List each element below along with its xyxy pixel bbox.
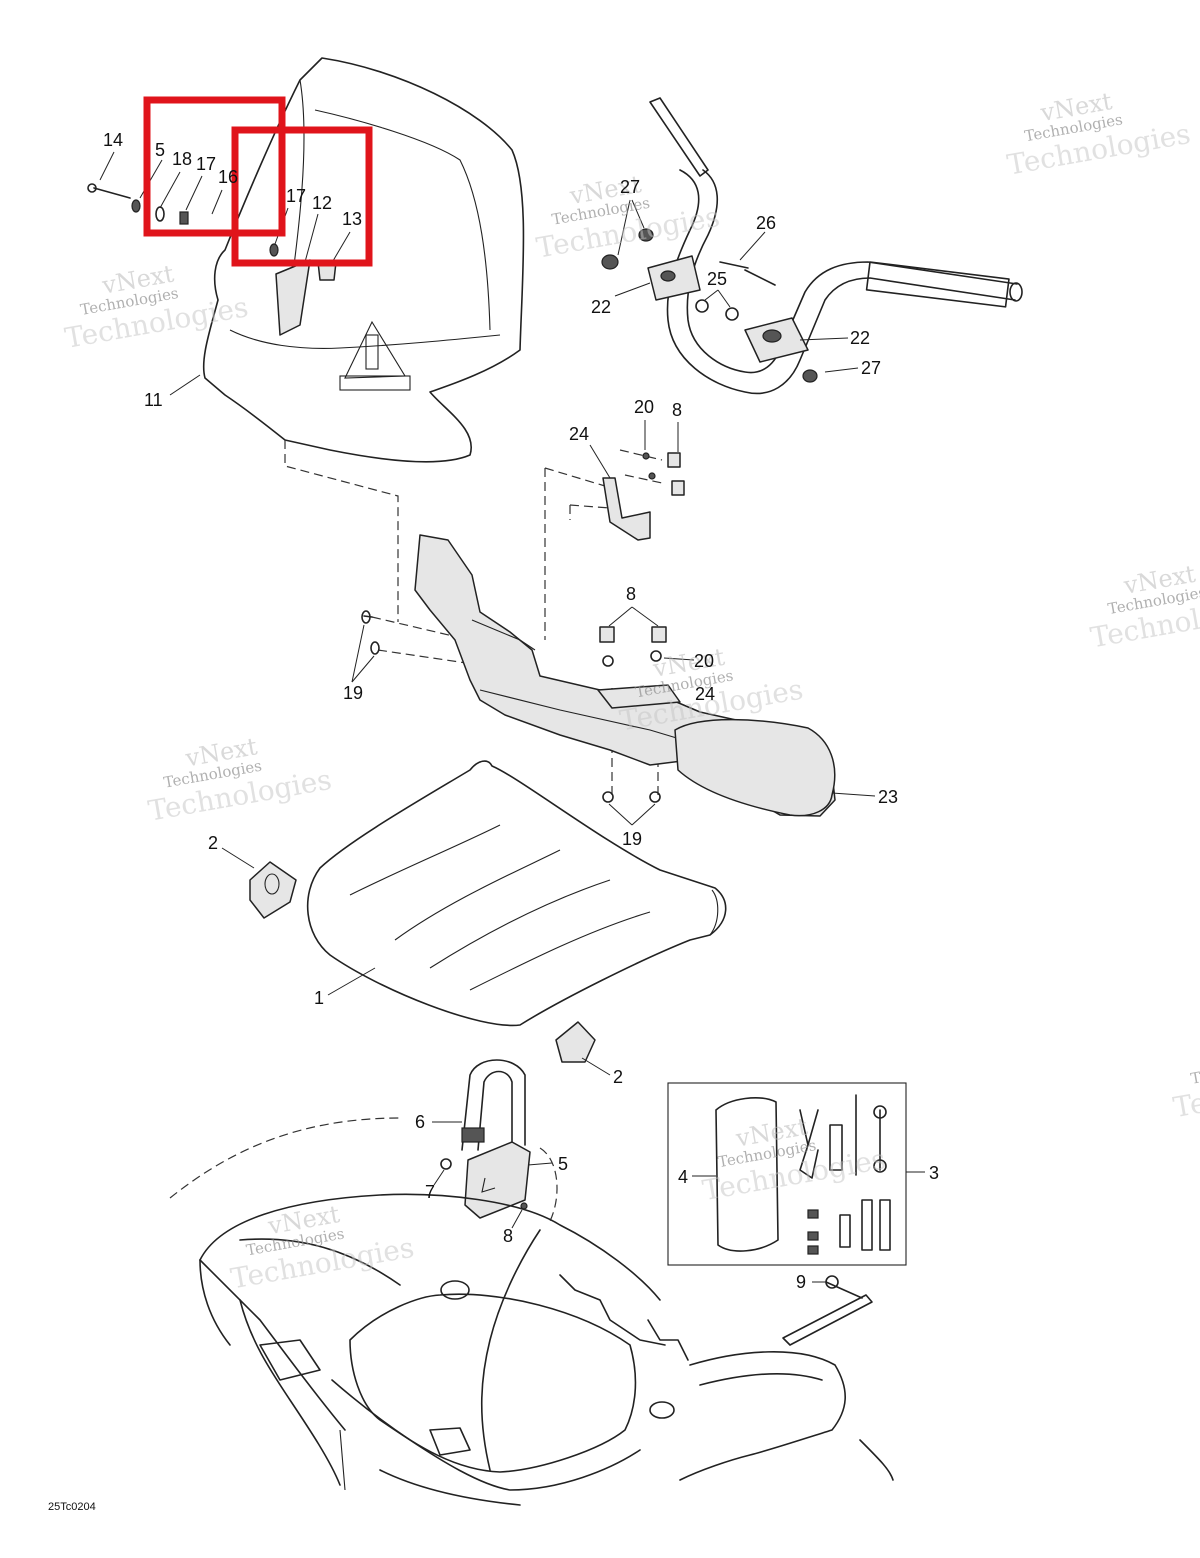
svg-text:Technologies: Technologies — [1189, 1053, 1200, 1088]
vehicle-frame-outline — [169, 1117, 894, 1506]
callout-c9: 9 — [796, 1272, 806, 1292]
callout-c2a: 2 — [208, 833, 218, 853]
callout-c16: 16 — [218, 167, 238, 187]
callout-c5a: 5 — [155, 140, 165, 160]
callout-c20a: 20 — [634, 397, 654, 417]
tool-kit-part-3[interactable] — [667, 1082, 907, 1266]
callout-c8a: 8 — [672, 400, 682, 420]
callout-c18: 18 — [172, 149, 192, 169]
watermark-2: vNext Technologies Technologies — [534, 170, 722, 265]
callout-c17a: 17 — [196, 154, 216, 174]
callout-c19b: 19 — [622, 829, 642, 849]
callout-c24a: 24 — [569, 424, 589, 444]
handlebar-assembly[interactable] — [601, 97, 1023, 395]
leader-lines — [99, 151, 925, 1283]
callout-c25: 25 — [707, 269, 727, 289]
diagram-code: 25Tc0204 — [48, 1501, 96, 1513]
highlight-box-right — [231, 126, 373, 267]
callout-c24b: 24 — [695, 684, 715, 704]
callout-c23: 23 — [878, 787, 898, 807]
strap-part-6-and-bracket-5[interactable] — [440, 1059, 531, 1219]
watermark-7: vNext Technologies Technologies — [228, 1200, 416, 1295]
callout-c8b: 8 — [626, 584, 636, 604]
callout-c27b: 27 — [861, 358, 881, 378]
watermark-3: vNext Technologies Technologies — [1005, 87, 1193, 182]
callout-c19a: 19 — [343, 683, 363, 703]
callout-c11: 11 — [144, 390, 163, 410]
highlight-box-left — [143, 96, 286, 237]
callout-c6: 6 — [415, 1112, 425, 1132]
callout-c8c: 8 — [503, 1226, 513, 1246]
callout-c26: 26 — [756, 213, 776, 233]
callout-c12: 12 — [312, 193, 332, 213]
callout-c22b: 22 — [850, 328, 870, 348]
seat-cover-part-1[interactable] — [249, 760, 727, 1063]
watermark-4: vNext Technologies Technologies — [146, 732, 334, 827]
callout-c27a: 27 — [620, 177, 640, 197]
callout-c20b: 20 — [694, 651, 714, 671]
callout-c7: 7 — [425, 1182, 435, 1202]
watermark-9: vNext Technologies Technologies — [1171, 1053, 1200, 1124]
cushion-part-23[interactable] — [361, 534, 836, 817]
callout-c22a: 22 — [591, 297, 611, 317]
highlight-boxes — [143, 96, 373, 267]
bracket-part-24-upper[interactable] — [602, 452, 685, 541]
callout-c1: 1 — [314, 988, 324, 1008]
callout-c2b: 2 — [613, 1067, 623, 1087]
watermarks: vNext Technologies Technologies vNext Te… — [62, 87, 1200, 1295]
callout-c14: 14 — [103, 130, 123, 150]
callout-c5b: 5 — [558, 1154, 568, 1174]
callout-c3: 3 — [929, 1163, 939, 1183]
watermark-8: vNext Technologies Technologies — [700, 1112, 888, 1207]
callout-c17b: 17 — [286, 186, 306, 206]
watermark-1: vNext Technologies Technologies — [62, 260, 250, 355]
wrench-part-9[interactable] — [782, 1275, 873, 1346]
watermark-6: vNext Technologies Technologies — [1088, 560, 1200, 655]
callout-c4: 4 — [678, 1167, 688, 1187]
callout-c13: 13 — [342, 209, 362, 229]
